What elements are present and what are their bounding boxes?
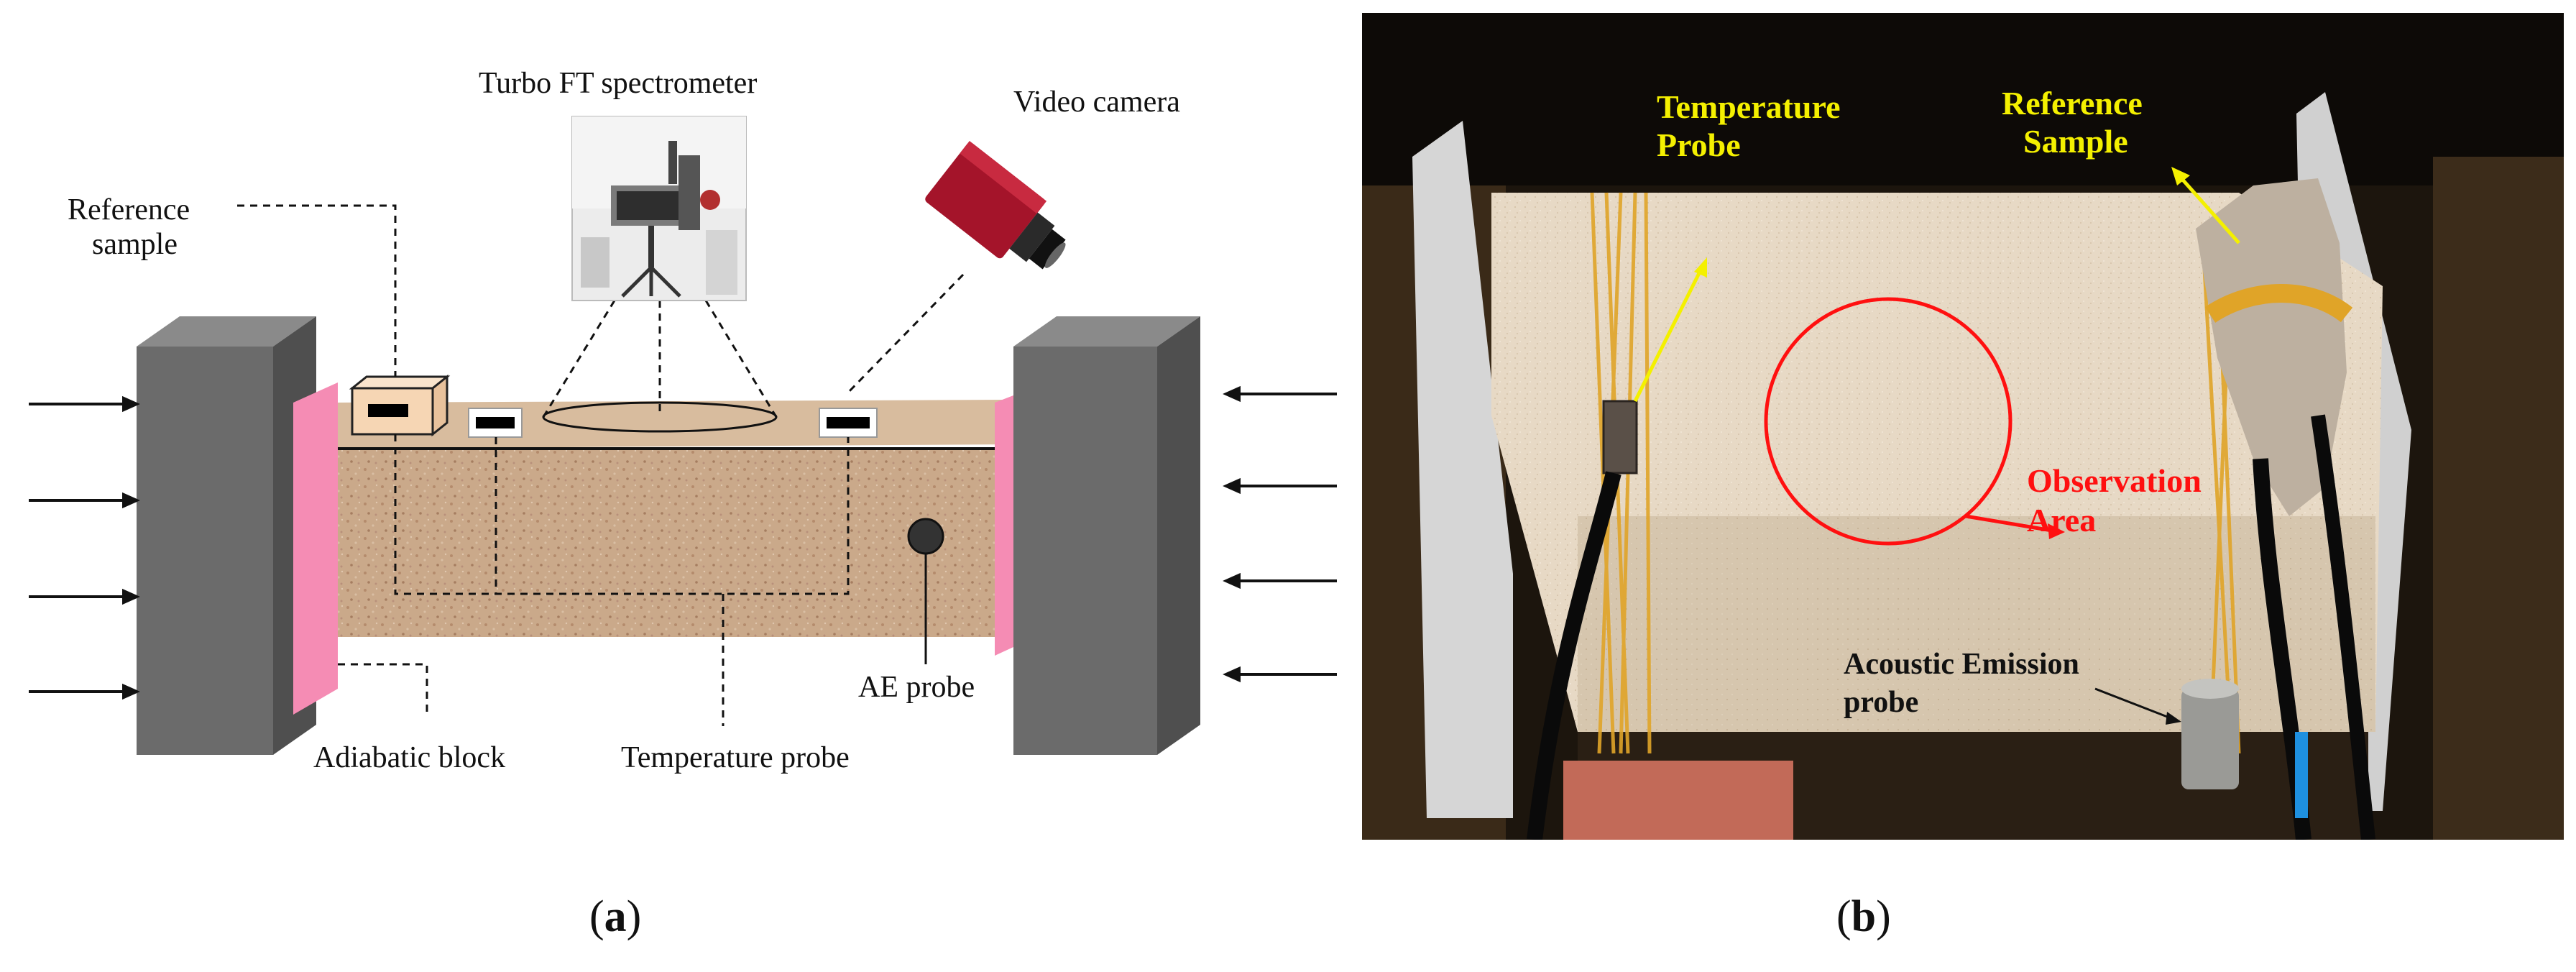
- temperature-probe-label: Temperature probe: [621, 741, 850, 774]
- reference-sample-leader: [237, 204, 397, 377]
- video-camera-label: Video camera: [1013, 86, 1180, 119]
- temperature-sensor-1: [468, 408, 523, 438]
- panel-b-photograph: Temperature Probe Reference Sample Obser…: [1362, 13, 2564, 840]
- observation-area-circle: [1764, 297, 2012, 546]
- ae-probe-label: AE probe: [858, 671, 975, 704]
- spectrometer-field-of-view: [542, 300, 778, 418]
- load-arrows-right: [1223, 385, 1337, 683]
- right-loading-platen: [1013, 316, 1200, 755]
- panel-a-schematic: Turbo FT spectrometer Video camera Refer…: [29, 67, 1337, 774]
- photo-acoustic-label-line1: Acoustic Emission: [1844, 648, 2079, 681]
- photo-acoustic-label-line2: probe: [1844, 686, 1919, 719]
- experiment-photo: [1362, 13, 2564, 840]
- adiabatic-block-right: [995, 395, 1013, 656]
- temperature-probe-wiring: [394, 434, 850, 595]
- load-arrows-left: [29, 395, 140, 700]
- camera-line-of-sight: [845, 273, 965, 395]
- spectrometer-photo: [571, 116, 747, 301]
- video-camera-icon: [925, 141, 1066, 270]
- schematic-drawing: [29, 116, 1337, 755]
- photo-observation-label-line1: Observation: [2027, 462, 2202, 499]
- adiabatic-block-label: Adiabatic block: [313, 741, 506, 774]
- reference-sample-label-line2: sample: [92, 228, 178, 261]
- left-loading-platen: [137, 316, 316, 755]
- photo-reference-sample-label-line1: Reference: [2002, 85, 2143, 122]
- reference-sample-label-line1: Reference: [68, 193, 190, 226]
- spectrometer-label: Turbo FT spectrometer: [479, 67, 758, 100]
- photo-temperature-probe-label-line1: Temperature: [1657, 88, 1841, 125]
- caption-a: (a): [589, 892, 642, 941]
- temperature-sensor-2: [819, 408, 878, 438]
- photo-temperature-probe-label-line2: Probe: [1657, 127, 1741, 163]
- adiabatic-block-left: [293, 382, 338, 715]
- caption-b: (b): [1836, 892, 1891, 941]
- ae-probe-dot: [907, 518, 944, 555]
- photo-observation-label-line2: Area: [2027, 502, 2097, 538]
- reference-sample-box: [349, 374, 451, 437]
- photo-reference-sample-label-line2: Sample: [2023, 123, 2128, 160]
- adiabatic-block-leader: [338, 663, 428, 715]
